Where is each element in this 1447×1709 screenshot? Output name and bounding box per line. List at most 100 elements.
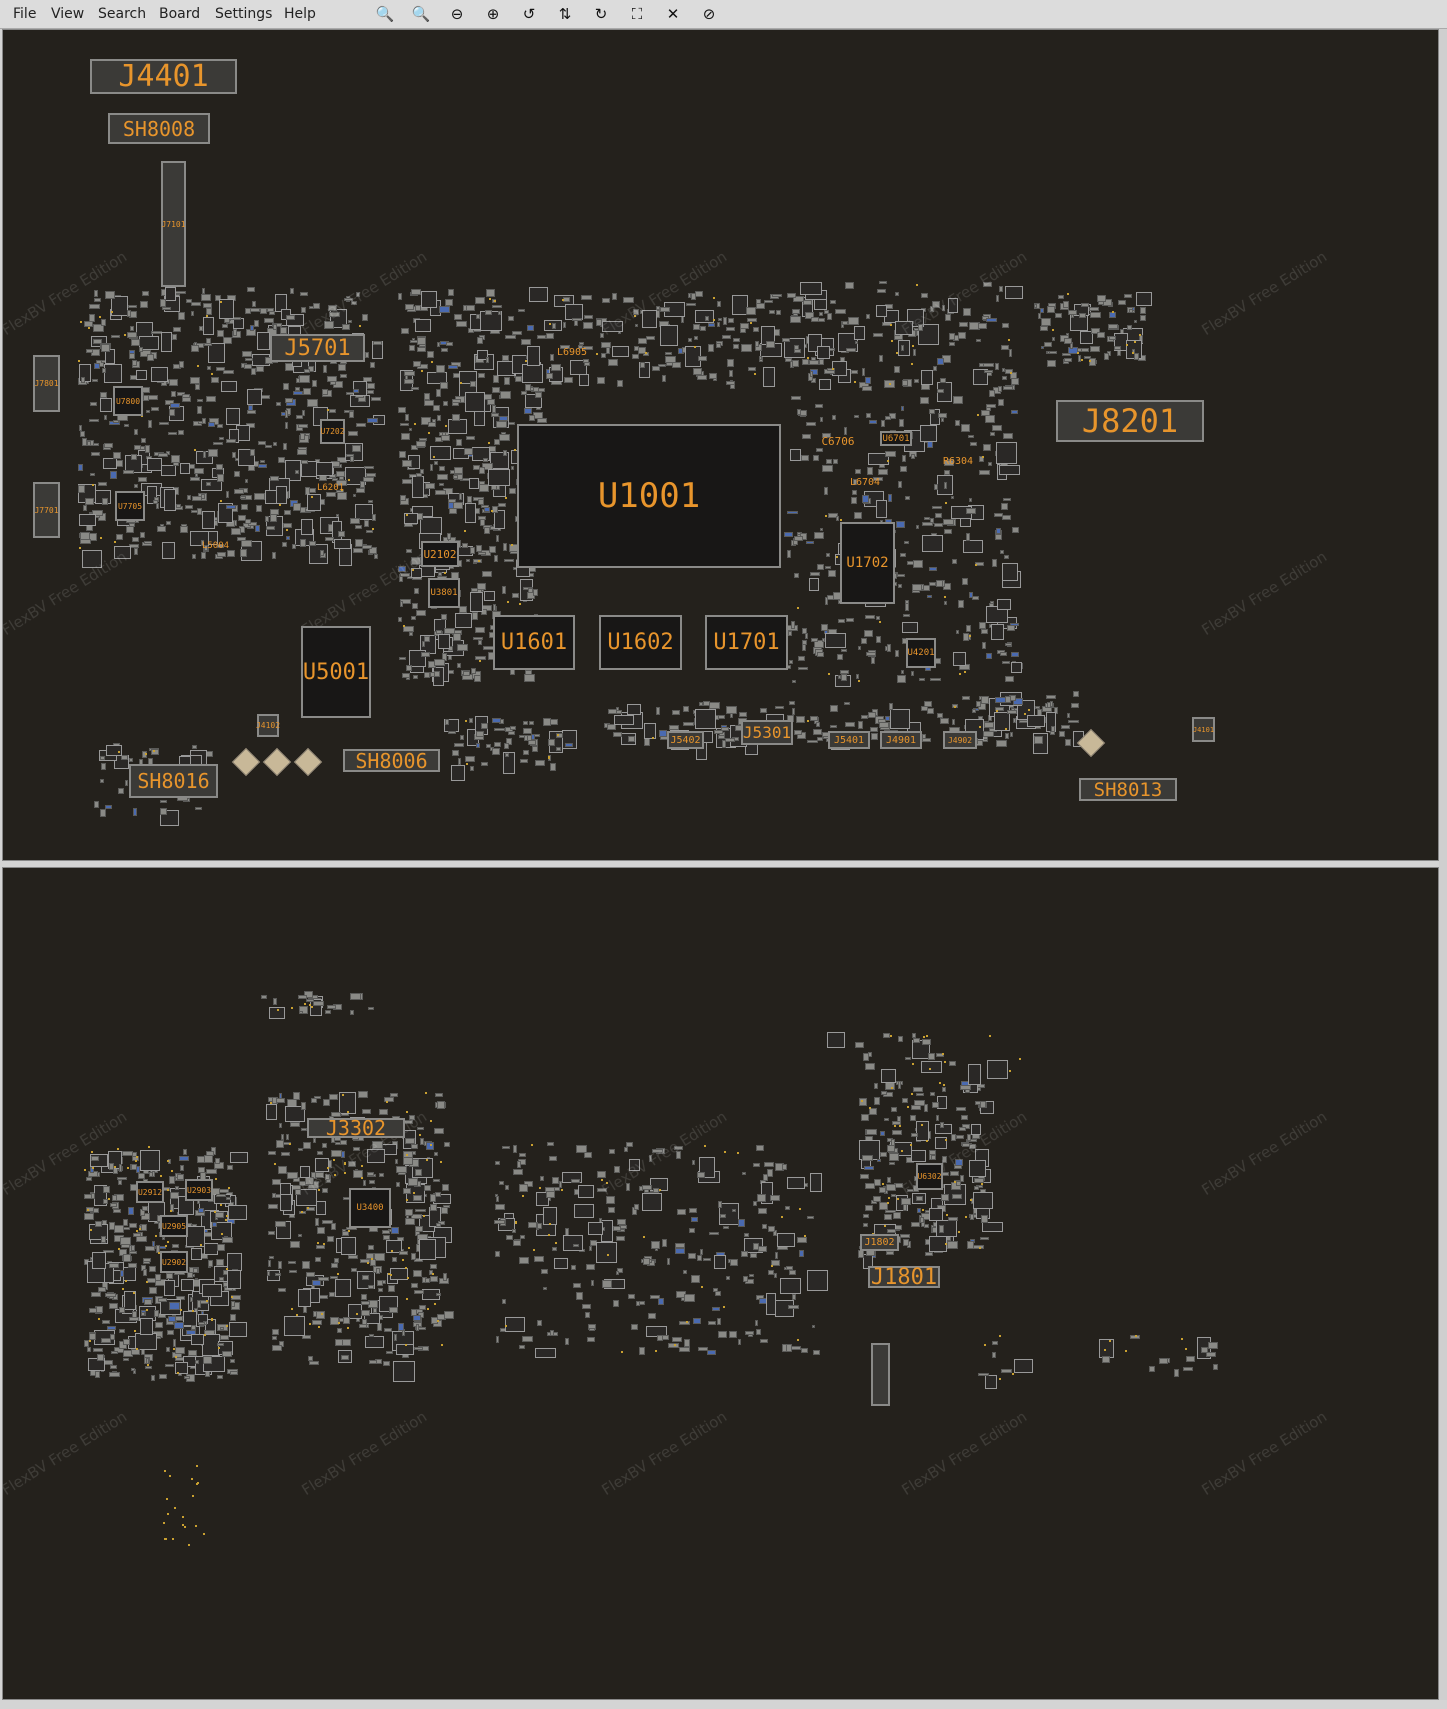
component-u6302[interactable]: U6302 [916,1163,943,1190]
test-point [969,634,972,637]
test-point [270,1102,273,1105]
component-u1602[interactable]: U1602 [599,615,682,670]
component-u3400[interactable]: U3400 [349,1188,391,1228]
component-u7202[interactable]: U7202 [320,419,345,444]
component-u2903[interactable]: U2903 [185,1179,213,1201]
smd-component [215,295,221,301]
smd-component [298,1148,303,1152]
smd-component [1148,1366,1155,1372]
smd-component [476,743,480,749]
hide-icon[interactable]: ⊘ [702,5,716,23]
component-j4101[interactable]: J4101 [1192,717,1215,742]
component-u2902[interactable]: U2902 [160,1251,188,1273]
rotate-ccw-icon[interactable]: ↺ [522,5,536,23]
component-j8201[interactable]: J8201 [1056,400,1204,442]
smd-component [455,439,462,446]
smd-component [350,992,361,1001]
test-point [195,1525,198,1528]
component-j5401[interactable]: J5401 [828,731,870,749]
component-c6706[interactable]: C6706 [821,434,855,448]
component-j1802[interactable]: J1802 [860,1234,899,1251]
menu-search[interactable]: Search [98,6,147,22]
smd-component [773,1273,778,1279]
smd-component [492,718,501,723]
component-sh8008[interactable]: SH8008 [108,113,210,144]
smd-component [175,290,186,295]
close-icon[interactable]: ✕ [666,5,680,23]
component-u7800[interactable]: U7800 [113,386,143,416]
component-sh8006[interactable]: SH8006 [343,749,440,773]
scrollbar[interactable] [1439,29,1447,1700]
smd-component [413,588,420,595]
flip-icon[interactable]: ⇅ [558,5,572,23]
smd-component [656,1335,663,1342]
menu-help[interactable]: Help [284,6,316,22]
smd-component [362,377,373,382]
minus-circle-icon[interactable]: ⊖ [450,5,464,23]
component-j4901[interactable]: J4901 [880,731,922,749]
fit-screen-icon[interactable]: ⛶ [631,5,643,23]
smd-component [272,1336,277,1340]
smd-component [389,1306,398,1314]
component-u2912[interactable]: U2912 [136,1181,164,1203]
smd-component [481,462,493,471]
component-u2102[interactable]: U2102 [421,541,459,567]
smd-component [350,456,354,462]
component-j5301[interactable]: J5301 [741,720,793,745]
component-sh8013[interactable]: SH8013 [1079,778,1177,801]
menu-board[interactable]: Board [159,6,201,22]
component-u7705[interactable]: U7705 [115,491,145,521]
smd-component [434,671,440,678]
component-u3801[interactable]: U3801 [428,578,460,608]
component-l6704[interactable]: L6704 [849,476,881,488]
plus-circle-icon[interactable]: ⊕ [486,5,500,23]
smd-component [440,613,448,621]
test-point [414,423,417,426]
component-u1601[interactable]: U1601 [493,615,575,670]
smd-component [546,332,554,340]
smd-component [477,640,482,646]
component-l6201[interactable]: L6201 [316,483,345,493]
smd-component [413,1315,421,1322]
test-point [944,595,947,598]
smd-component [905,495,910,500]
component-j4902[interactable]: J4902 [943,731,977,749]
component-j7101[interactable]: J7101 [161,161,186,287]
component-u4201[interactable]: U4201 [906,638,936,668]
component-l6905[interactable]: L6905 [556,346,588,358]
smd-component [197,398,204,402]
component-j4102[interactable]: J4102 [256,714,280,737]
component-j5402[interactable]: J5402 [667,731,704,749]
component-j5701[interactable]: J5701 [270,334,365,362]
smd-component [128,1262,138,1268]
smd-component [144,1245,156,1251]
component-u6701[interactable]: U6701 [880,431,912,446]
smd-component [689,1207,697,1214]
rotate-cw-icon[interactable]: ↻ [594,5,608,23]
zoom-out-icon[interactable]: 🔍 [375,5,395,23]
smd-component [802,627,808,635]
component-u1702[interactable]: U1702 [840,522,895,604]
smd-component [885,1250,895,1255]
smd-component [1009,731,1014,737]
component-j1801[interactable]: J1801 [868,1265,940,1290]
component-u1701[interactable]: U1701 [705,615,788,670]
component-u5001[interactable]: U5001 [301,626,371,718]
component-u2905[interactable]: U2905 [160,1215,188,1237]
component-u1001[interactable]: U1001 [517,424,781,568]
component-j7801[interactable]: J7801 [33,355,60,412]
component-j3302[interactable]: J3302 [307,1116,405,1140]
component-j7701[interactable]: J7701 [33,482,60,538]
component-r6304[interactable]: R6304 [942,455,974,467]
menu-view[interactable]: View [51,6,85,22]
menu-settings[interactable]: Settings [215,6,273,22]
zoom-in-icon[interactable]: 🔍 [411,5,431,23]
component-l5004[interactable]: L5004 [201,541,230,551]
smd-component [410,616,416,621]
menu-file[interactable]: File [13,6,37,22]
smd-component [787,630,792,637]
component-sh8016[interactable]: SH8016 [129,764,218,798]
component-j4401[interactable]: J4401 [90,59,237,94]
